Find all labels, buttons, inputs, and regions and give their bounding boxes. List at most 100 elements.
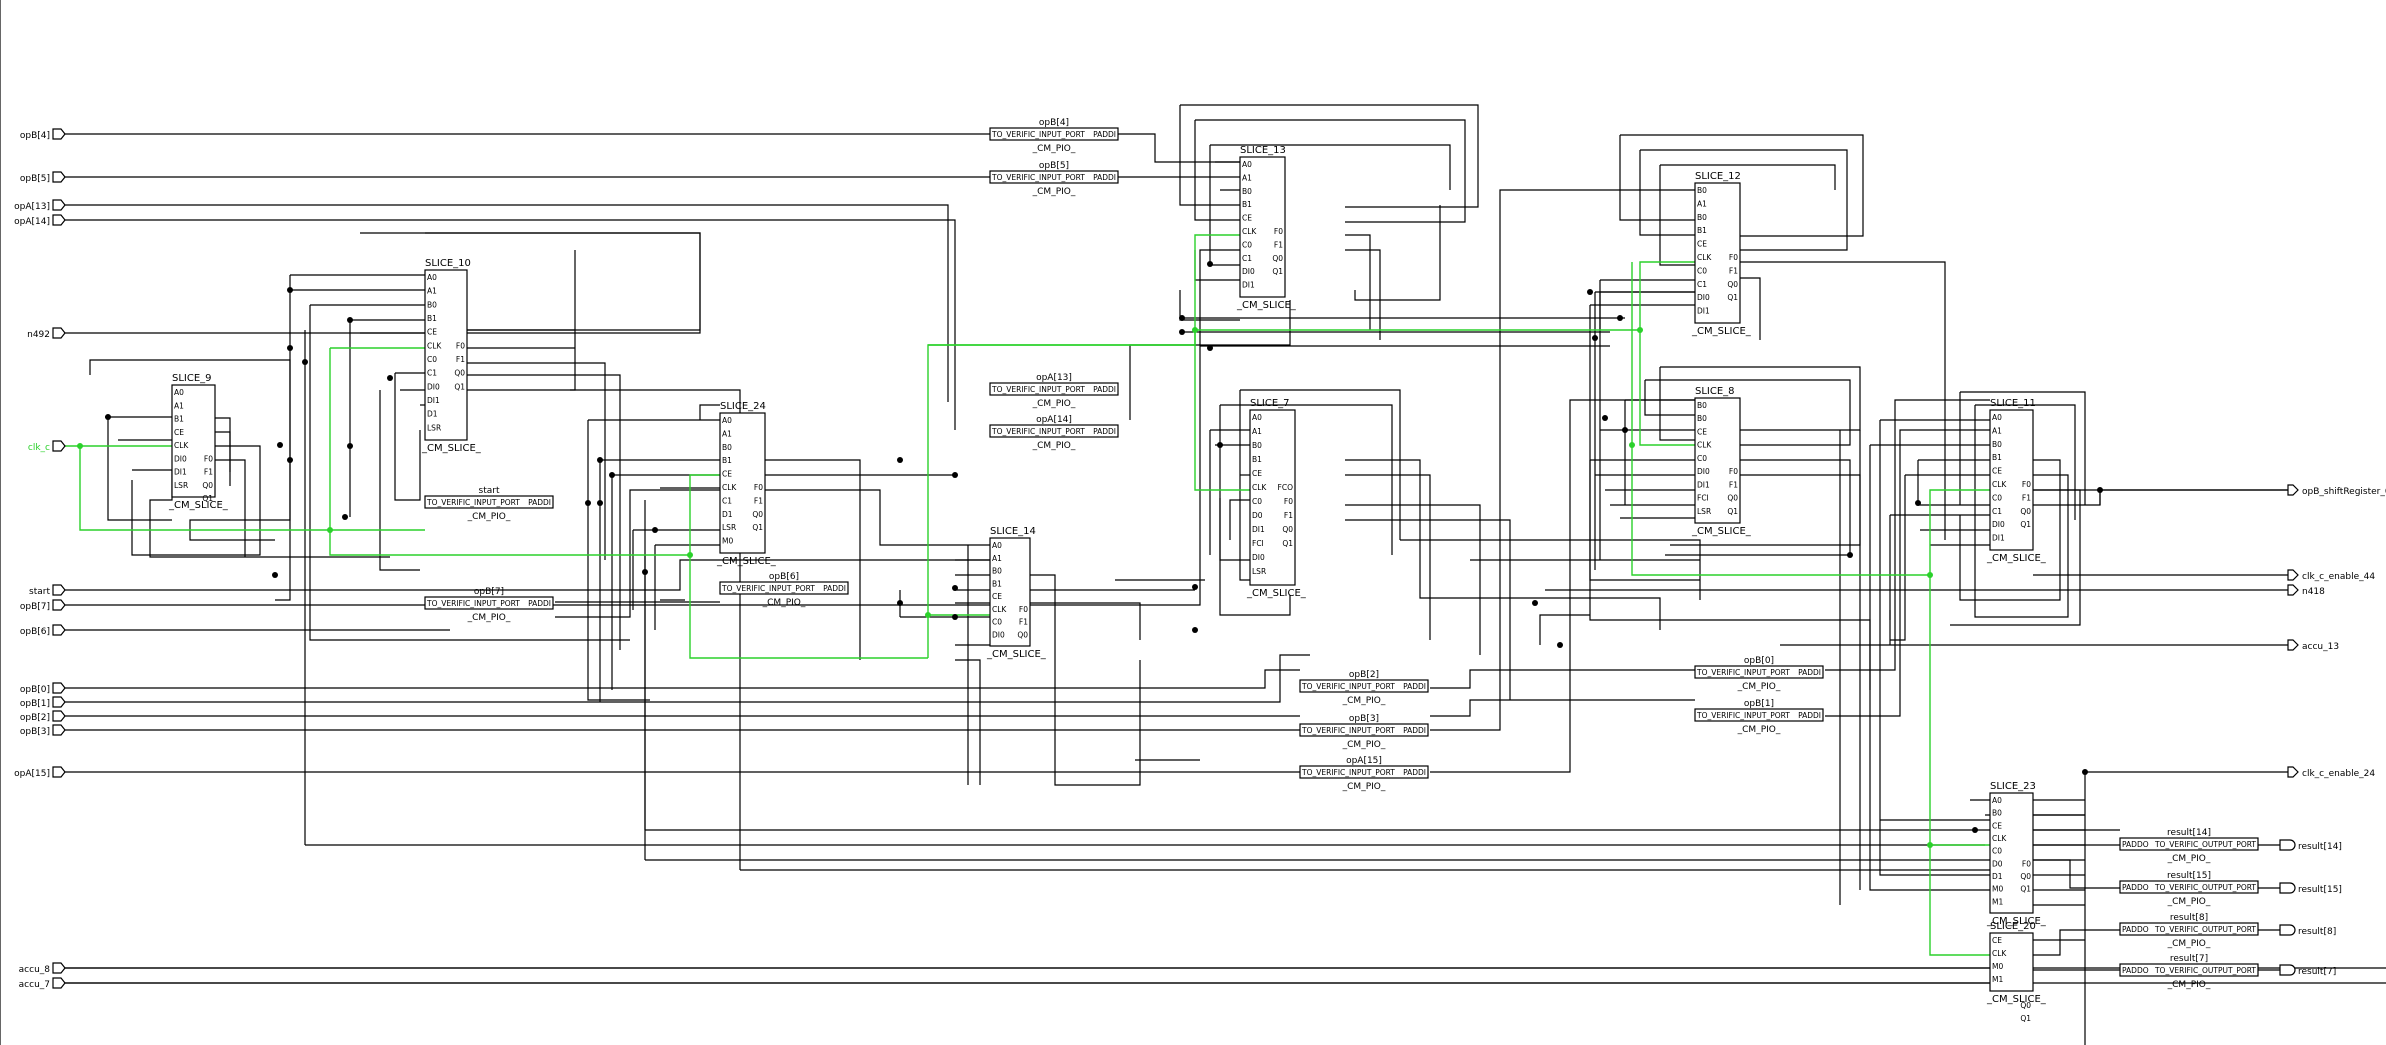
slice-s7[interactable]: SLICE_7_CM_SLICE_A0A1B0B1CECLKC0D0DI1FCI… xyxy=(1246,398,1307,599)
pin-label: B0 xyxy=(1697,401,1707,410)
pin-label: CLK xyxy=(1992,480,2007,489)
pio-pad: PADDO xyxy=(2122,840,2149,849)
port-clk_c_enable_44[interactable]: clk_c_enable_44 xyxy=(2287,569,2375,582)
pin-label: Q1 xyxy=(2020,885,2031,894)
slice-name: SLICE_23 xyxy=(1990,781,2036,792)
port-opB4[interactable]: opB[4] xyxy=(20,128,66,141)
port-opA13[interactable]: opA[13] xyxy=(14,199,66,212)
port-opB6[interactable]: opB[6] xyxy=(20,624,66,637)
port-accu8[interactable]: accu_8 xyxy=(19,962,66,975)
pin-label: Q0 xyxy=(1272,254,1283,263)
port-result15[interactable]: result[15] xyxy=(2279,882,2342,895)
pin-label: B1 xyxy=(1697,226,1707,235)
slice-s24[interactable]: SLICE_24_CM_SLICE_A0A1B0B1CECLKC1D1LSRM0… xyxy=(716,401,777,567)
pin-label: A0 xyxy=(722,416,732,425)
slice-s23[interactable]: SLICE_23_CM_SLICE_A0B0CECLKC0D0D1M0M1F0Q… xyxy=(1986,781,2047,927)
pin-label: DI0 xyxy=(1697,467,1710,476)
pin-label: C1 xyxy=(722,496,732,505)
pio-label: TO_VERIFIC_INPUT_PORT xyxy=(426,498,520,507)
slice-type: _CM_SLICE_ xyxy=(421,443,482,454)
pio-body xyxy=(989,382,1119,396)
pin-label: A1 xyxy=(174,401,184,410)
port-n492[interactable]: n492 xyxy=(27,327,66,340)
pio-name: opA[13] xyxy=(1036,373,1072,383)
slice-s11[interactable]: SLICE_11_CM_SLICE_A0A1B0B1CECLKC0C1DI0DI… xyxy=(1986,398,2047,564)
port-opA15[interactable]: opA[15] xyxy=(14,766,66,779)
pin-label: C1 xyxy=(427,369,437,378)
port-accu7[interactable]: accu_7 xyxy=(19,977,66,990)
slice-name: SLICE_10 xyxy=(425,258,471,269)
pin-label: B1 xyxy=(1992,453,2002,462)
output-ports: opB_shiftRegister_0 clk_c_enable_44 n418… xyxy=(2100,484,2386,977)
pin-label: F1 xyxy=(204,468,213,477)
port-result7[interactable]: result[7] xyxy=(2279,964,2336,977)
port-label: clk_c_enable_24 xyxy=(2302,769,2375,779)
port-label: n492 xyxy=(27,330,50,340)
slice-type: _CM_SLICE_ xyxy=(986,649,1047,660)
pin-label: CE xyxy=(1252,469,1262,478)
pio-body xyxy=(424,495,554,509)
slice-s12[interactable]: SLICE_12_CM_SLICE_B0A1B0B1CECLKC0C1DI0DI… xyxy=(1691,171,1752,337)
port-opB_shiftRegister_0[interactable]: opB_shiftRegister_0 xyxy=(2287,484,2386,497)
port-opB7[interactable]: opB[7] xyxy=(20,599,66,612)
pin-label: A0 xyxy=(174,388,184,397)
pin-label: M1 xyxy=(1992,897,2003,906)
port-label: opB[3] xyxy=(20,727,50,737)
pio-body xyxy=(1299,723,1429,737)
pin-label: B0 xyxy=(1697,186,1707,195)
slice-body xyxy=(424,269,468,441)
pin-label: LSR xyxy=(722,523,736,532)
pio-type: _CM_PIO_ xyxy=(762,598,806,608)
pio-pad: PADDI xyxy=(528,498,551,507)
slice-s9[interactable]: SLICE_9_CM_SLICE_A0A1B1CECLKDI0DI1LSRF0F… xyxy=(168,373,229,511)
pio-type: _CM_PIO_ xyxy=(1032,441,1076,451)
port-result14[interactable]: result[14] xyxy=(2279,839,2342,852)
slice-s8[interactable]: SLICE_8_CM_SLICE_B0B0CECLKC0DI0DI1FCILSR… xyxy=(1691,386,1752,537)
slice-s14[interactable]: SLICE_14_CM_SLICE_A0A1B0B1CECLKC0DI0F0F1… xyxy=(986,526,1047,660)
pin-label: DI0 xyxy=(1242,267,1255,276)
port-label: accu_8 xyxy=(19,965,51,975)
port-clk_c_enable_24[interactable]: clk_c_enable_24 xyxy=(2287,766,2375,779)
pin-label: F1 xyxy=(1019,618,1028,627)
pin-label: Q0 xyxy=(1282,525,1293,534)
port-opB3[interactable]: opB[3] xyxy=(20,724,66,737)
slice-s10[interactable]: SLICE_10_CM_SLICE_A0A1B0B1CECLKC0C1DI0DI… xyxy=(421,258,482,454)
port-opB2[interactable]: opB[2] xyxy=(20,710,66,723)
port-label: accu_13 xyxy=(2302,642,2339,652)
port-start[interactable]: start xyxy=(29,584,66,597)
pin-label: M0 xyxy=(1992,962,2003,971)
pin-label: F0 xyxy=(2022,480,2031,489)
port-opB0[interactable]: opB[0] xyxy=(20,682,66,695)
port-opB5[interactable]: opB[5] xyxy=(20,171,66,184)
pio-name: opA[15] xyxy=(1346,756,1382,766)
port-clk_c[interactable]: clk_c xyxy=(28,440,66,453)
port-opB1[interactable]: opB[1] xyxy=(20,696,66,709)
pin-label: CLK xyxy=(1697,253,1712,262)
pio-name: result[7] xyxy=(2170,954,2208,964)
pin-label: CE xyxy=(427,328,437,337)
port-n418[interactable]: n418 xyxy=(2287,584,2325,597)
port-opA14[interactable]: opA[14] xyxy=(14,214,66,227)
slice-s13[interactable]: SLICE_13_CM_SLICE_A0A1B0B1CECLKC0C1DI0DI… xyxy=(1236,145,1297,311)
port-result8[interactable]: result[8] xyxy=(2279,924,2336,937)
port-label: opB[4] xyxy=(20,131,50,141)
port-accu_13[interactable]: accu_13 xyxy=(2287,639,2339,652)
port-label: n418 xyxy=(2302,587,2325,597)
